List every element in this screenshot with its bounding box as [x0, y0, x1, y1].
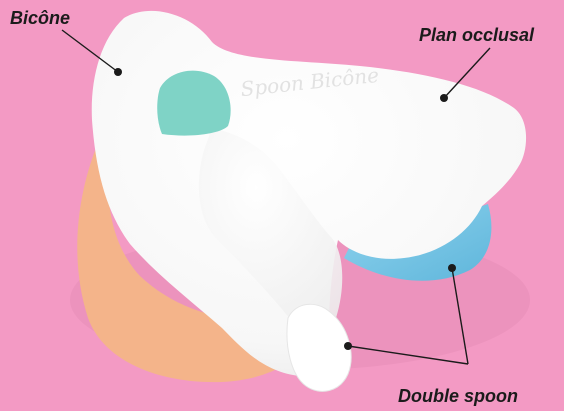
label-double-spoon: Double spoon	[398, 387, 518, 405]
label-plan-occlusal: Plan occlusal	[419, 26, 534, 44]
label-bicone: Bicône	[10, 9, 70, 27]
dot-plan	[440, 94, 448, 102]
dot-double-upper	[448, 264, 456, 272]
dot-bicone	[114, 68, 122, 76]
dot-double-lower	[344, 342, 352, 350]
